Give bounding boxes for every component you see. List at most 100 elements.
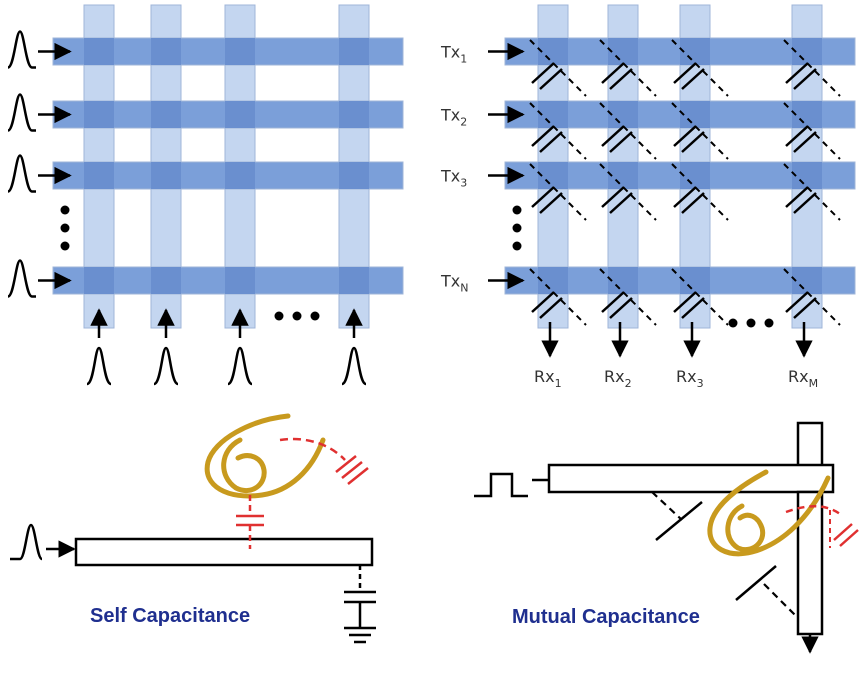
capacitor-plate <box>673 62 697 84</box>
overlap-node <box>151 101 181 128</box>
overlap-node <box>151 38 181 65</box>
capacitor-plate <box>681 68 705 90</box>
capacitor-plate <box>539 131 563 153</box>
capacitor-plate <box>609 131 633 153</box>
pulse-waveform <box>7 259 36 298</box>
rx-label: Rx1 <box>534 367 562 390</box>
self-capacitance-detail: Self Capacitance <box>10 413 376 644</box>
capacitor-plate <box>785 125 809 147</box>
square-pulse <box>474 472 528 498</box>
electrode-bar <box>74 537 374 567</box>
capacitor-plate <box>673 291 697 313</box>
ground-capacitor <box>344 565 376 644</box>
capacitor-plate <box>531 62 555 84</box>
capacitor-plate <box>785 62 809 84</box>
overlap-node <box>339 101 369 128</box>
coupling-line <box>671 163 729 221</box>
finger <box>204 413 326 499</box>
capacitor-plate <box>793 297 817 319</box>
capacitor-plate <box>673 125 697 147</box>
pulse-waveform <box>7 154 36 193</box>
horizontal-ellipsis <box>728 318 774 328</box>
capacitor-plate <box>655 501 703 541</box>
finger <box>707 469 831 557</box>
coupling-line <box>529 268 587 326</box>
overlap-node <box>792 267 822 294</box>
overlap-node <box>608 101 638 128</box>
overlap-node <box>608 162 638 189</box>
overlap-node <box>538 101 568 128</box>
rx-label: Rx3 <box>676 367 704 390</box>
ground-hatch-icon <box>833 523 859 547</box>
pulse-waveform <box>10 523 44 561</box>
capacitor-plate <box>609 192 633 214</box>
self-capacitance-grid <box>7 4 404 386</box>
mutual-capacitance-caption: Mutual Capacitance <box>512 606 700 628</box>
capacitor-plate <box>539 192 563 214</box>
pulse-waveform <box>341 346 367 386</box>
overlap-node <box>538 162 568 189</box>
capacitor-plate <box>601 291 625 313</box>
overlap-node <box>225 38 255 65</box>
capacitor-plate <box>601 186 625 208</box>
overlap-node <box>84 38 114 65</box>
pulse-waveform <box>153 346 179 386</box>
capacitor-plate <box>793 68 817 90</box>
pulse-waveform <box>7 30 36 69</box>
overlap-node <box>339 267 369 294</box>
overlap-node <box>608 38 638 65</box>
overlap-node <box>225 162 255 189</box>
capacitor-plate <box>609 297 633 319</box>
pulse-waveform <box>227 346 253 386</box>
overlap-node <box>680 38 710 65</box>
overlap-node <box>608 267 638 294</box>
overlap-node <box>538 38 568 65</box>
overlap-node <box>680 267 710 294</box>
pulse-waveform <box>86 346 112 386</box>
capacitor-plate <box>531 186 555 208</box>
tx-label: Tx3 <box>440 167 467 190</box>
ground-hatch-icon <box>335 455 369 485</box>
overlap-node <box>792 162 822 189</box>
coupling-line <box>599 102 657 160</box>
overlap-node <box>84 162 114 189</box>
overlap-node <box>792 101 822 128</box>
tx-label: Tx2 <box>440 106 467 129</box>
capacitor-plate <box>681 131 705 153</box>
vertical-ellipsis <box>60 205 70 251</box>
capacitor-plate <box>531 291 555 313</box>
overlap-node <box>225 101 255 128</box>
electrode-overlaps <box>538 38 822 294</box>
capacitor-plate <box>793 192 817 214</box>
overlap-node <box>84 101 114 128</box>
coupling-line <box>783 163 841 221</box>
coupling-line <box>783 102 841 160</box>
electrode-overlaps <box>84 38 369 294</box>
finger-capacitor <box>236 495 264 549</box>
pulse-waveform <box>7 93 36 132</box>
overlap-node <box>225 267 255 294</box>
tx-electrode <box>547 463 835 494</box>
overlap-node <box>151 267 181 294</box>
rx-label: RxM <box>788 367 818 390</box>
coupling-line <box>599 268 657 326</box>
capacitor-plate <box>735 565 777 601</box>
vertical-ellipsis <box>512 205 522 251</box>
field-line <box>785 505 841 516</box>
capacitor-plate <box>539 68 563 90</box>
overlap-node <box>538 267 568 294</box>
capacitor-plate <box>601 125 625 147</box>
column-pulse-sources <box>86 308 367 386</box>
capacitor-plate <box>531 125 555 147</box>
overlap-node <box>680 162 710 189</box>
mutual-capacitance-detail: Mutual Capacitance <box>474 421 859 654</box>
coupling-line <box>529 102 587 160</box>
coupling-line <box>783 268 841 326</box>
capacitor-plate <box>681 297 705 319</box>
coupling-line <box>599 163 657 221</box>
capacitor-plate <box>785 291 809 313</box>
horizontal-ellipsis <box>274 311 320 321</box>
